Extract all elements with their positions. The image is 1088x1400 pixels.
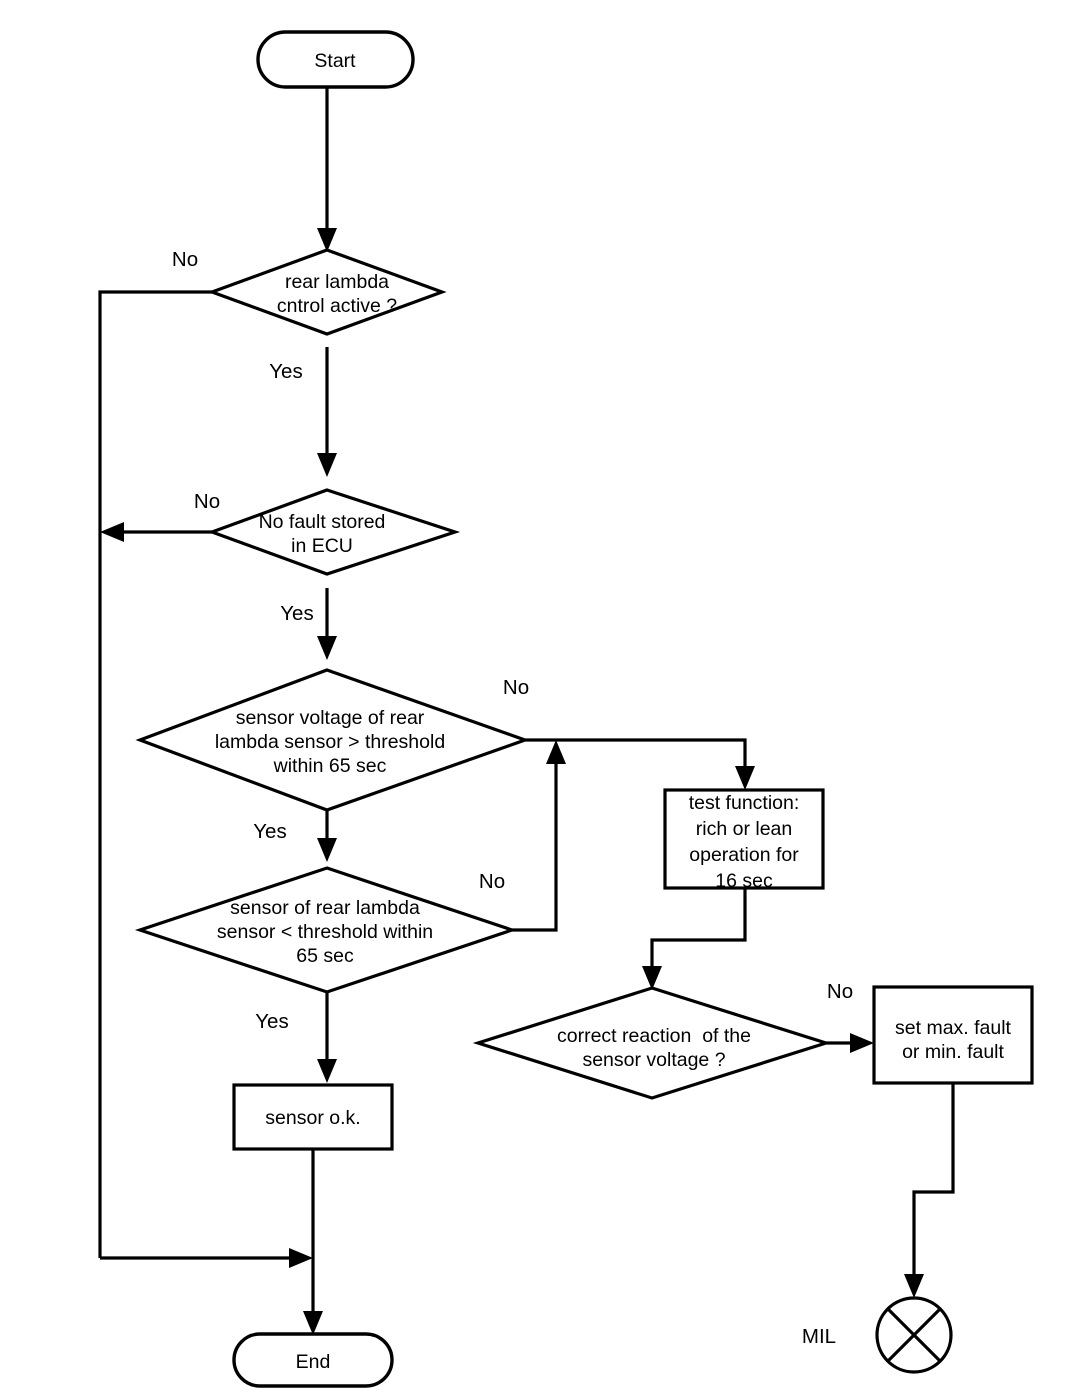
- node-decision-voltage-above[interactable]: sensor voltage of rear lambda sensor > t…: [135, 668, 530, 812]
- label-no-fault-no: No: [194, 490, 220, 513]
- node-process-test-function[interactable]: test function: rich or lean operation fo…: [663, 788, 825, 892]
- node-test-function-line2: rich or lean: [696, 818, 792, 840]
- label-voltage-below-yes: Yes: [255, 1010, 288, 1033]
- node-set-fault-line2: or min. fault: [902, 1041, 1004, 1063]
- edge-set-fault-to-mil: [904, 1083, 955, 1298]
- edge-voltage-below-yes: [317, 992, 337, 1083]
- node-voltage-below-line3: 65 sec: [296, 945, 354, 967]
- node-voltage-above-line1: sensor voltage of rear: [236, 707, 425, 729]
- label-correct-reaction-no: No: [827, 980, 853, 1003]
- edge-correct-reaction-no: [826, 1033, 874, 1053]
- node-voltage-below-line2: sensor < threshold within: [217, 921, 433, 943]
- edge-start-to-control-active: [317, 87, 337, 252]
- node-start[interactable]: Start: [256, 30, 415, 89]
- edge-control-active-no: [98, 290, 212, 1258]
- node-voltage-above-line2: lambda sensor > threshold: [215, 731, 445, 753]
- node-no-fault-line1: No fault stored: [259, 511, 386, 533]
- label-control-active-yes: Yes: [269, 360, 302, 383]
- node-decision-control-active[interactable]: rear lambda cntrol active ?: [207, 248, 447, 336]
- label-voltage-below-no: No: [479, 870, 505, 893]
- label-voltage-above-no: No: [503, 676, 529, 699]
- edge-voltage-below-no: [512, 740, 566, 932]
- node-mil-indicator[interactable]: [875, 1296, 953, 1374]
- edge-test-function-to-correct-reaction: [642, 888, 747, 990]
- node-voltage-above-line3: within 65 sec: [273, 755, 387, 777]
- node-no-fault-line2: in ECU: [291, 535, 353, 557]
- node-test-function-line1: test function:: [689, 792, 800, 814]
- edge-no-fault-no: [100, 522, 212, 542]
- node-control-active-line1: rear lambda: [285, 271, 389, 293]
- node-correct-reaction-line1: correct reaction of the: [557, 1025, 751, 1047]
- edge-no-fault-yes: [317, 588, 337, 660]
- edge-sensor-ok-to-end: [303, 1149, 323, 1335]
- edge-voltage-above-yes: [317, 810, 337, 862]
- node-voltage-below-line1: sensor of rear lambda: [230, 897, 420, 919]
- node-end[interactable]: End: [232, 1332, 394, 1388]
- node-decision-voltage-below[interactable]: sensor of rear lambda sensor < threshold…: [134, 866, 518, 994]
- node-end-label: End: [296, 1351, 331, 1373]
- node-control-active-line2: cntrol active ?: [277, 295, 397, 317]
- node-correct-reaction-line2: sensor voltage ?: [582, 1049, 725, 1071]
- edge-left-trunk-to-end: [100, 1248, 313, 1268]
- node-process-sensor-ok[interactable]: sensor o.k.: [232, 1083, 394, 1151]
- node-decision-no-fault[interactable]: No fault stored in ECU: [207, 488, 461, 576]
- node-test-function-line4: 16 sec: [715, 870, 773, 892]
- node-set-fault-line1: set max. fault: [895, 1017, 1012, 1039]
- node-decision-correct-reaction[interactable]: correct reaction of the sensor voltage ?: [472, 986, 832, 1100]
- edge-control-active-yes: [317, 347, 337, 477]
- node-test-function-line3: operation for: [689, 844, 799, 866]
- edge-voltage-above-no: [525, 738, 755, 790]
- label-no-fault-yes: Yes: [280, 602, 313, 625]
- node-sensor-ok-label: sensor o.k.: [265, 1107, 360, 1129]
- label-voltage-above-yes: Yes: [253, 820, 286, 843]
- node-start-label: Start: [314, 50, 356, 72]
- node-process-set-fault[interactable]: set max. fault or min. fault: [872, 985, 1034, 1085]
- node-mil-label: MIL: [802, 1325, 836, 1348]
- label-control-active-no: No: [172, 248, 198, 271]
